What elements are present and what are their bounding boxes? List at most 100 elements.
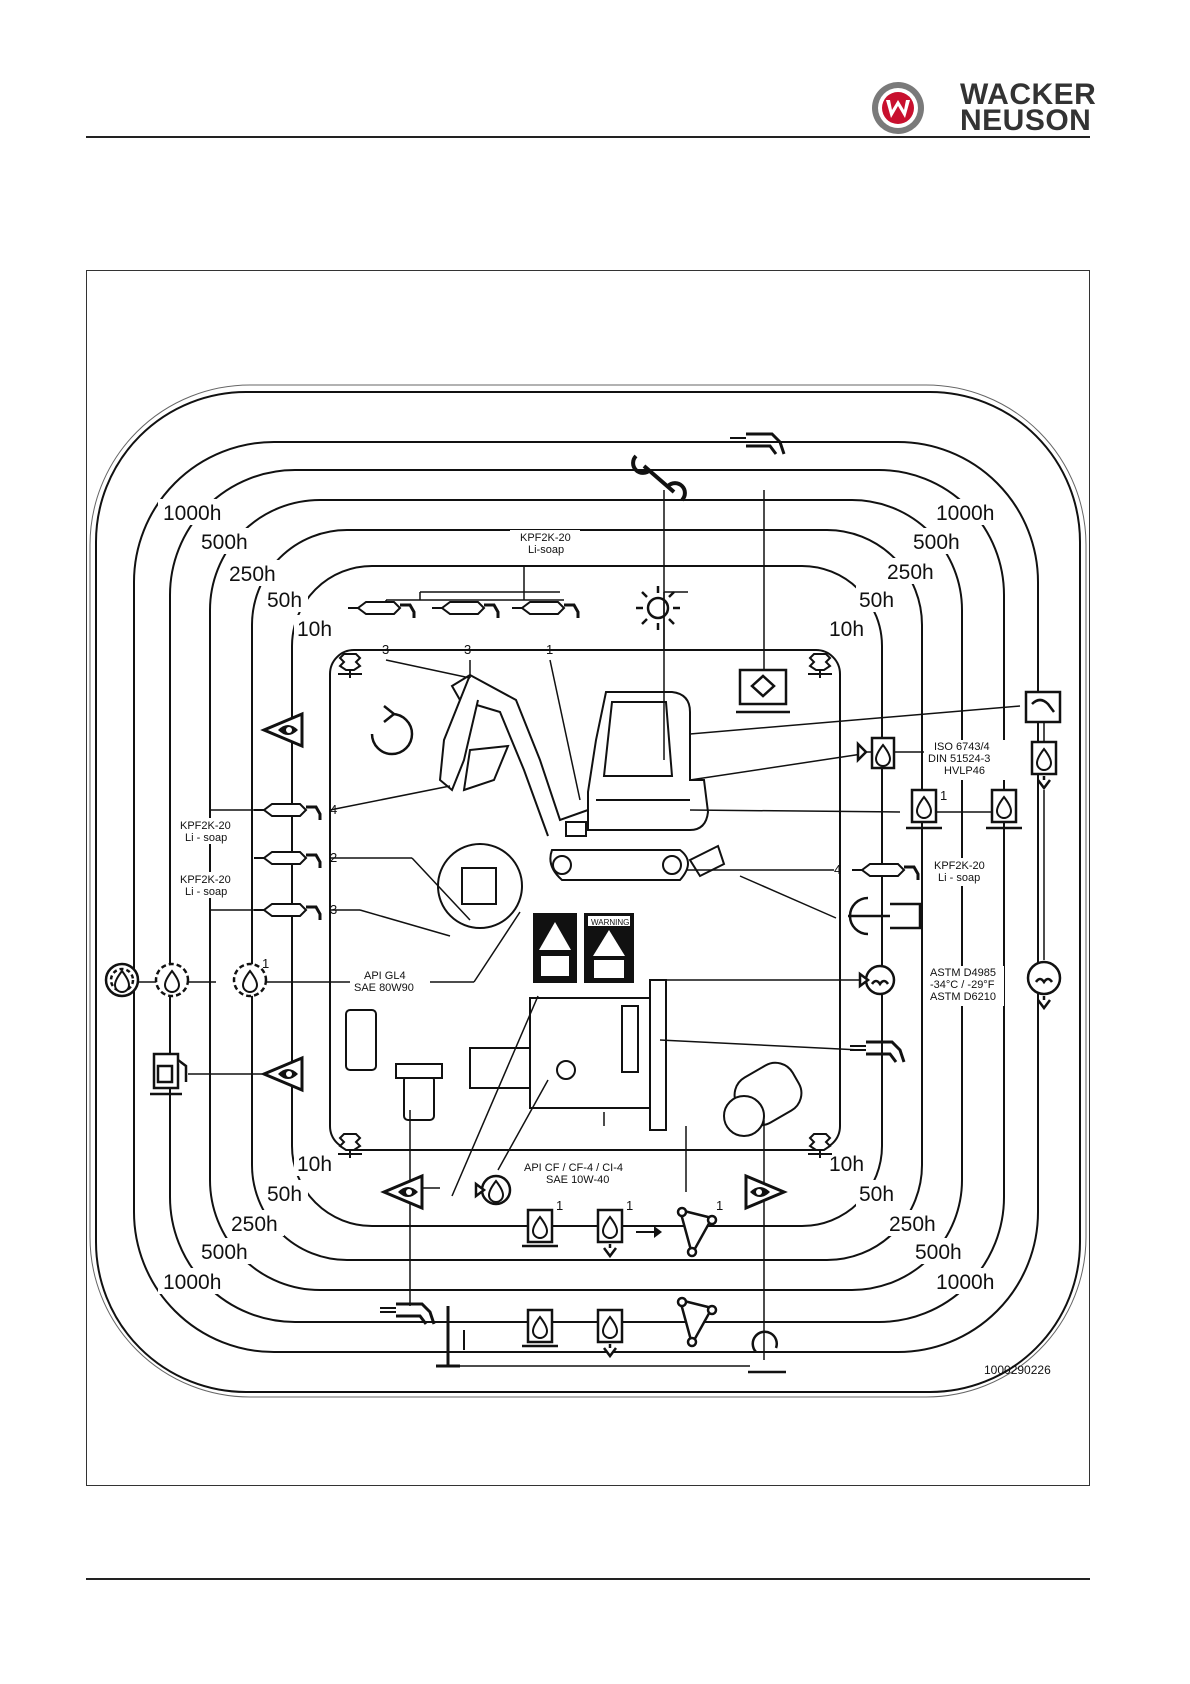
grease-gun-icon-2 <box>430 600 500 620</box>
warning-decal-label: WARNING <box>591 918 629 927</box>
hydraulic-filter-point: 1 <box>940 788 947 803</box>
grease-right-spec-2: Li - soap <box>938 872 980 884</box>
cab-heater-icon <box>1024 690 1062 724</box>
engine-oil-point-2: 1 <box>626 1198 633 1213</box>
document-id: 1000290226 <box>984 1363 1051 1377</box>
engine-oil-spec-2: SAE 10W-40 <box>546 1174 609 1186</box>
header-rule <box>86 136 1090 138</box>
grease-left-1-spec-2: Li - soap <box>185 832 227 844</box>
ring-250h <box>169 469 1005 1323</box>
coolant-spec-2: -34°C / -29°F <box>930 979 995 991</box>
grease-left-point-1: 4 <box>330 802 337 817</box>
hydraulic-filter-icon <box>906 788 942 830</box>
safety-decals: WARNING <box>533 913 634 983</box>
grease-top-spec-2: Li-soap <box>528 544 564 556</box>
coolant-spec-1: ASTM D4985 <box>930 967 996 979</box>
interval-label-left-top-250h: 250h <box>229 563 276 586</box>
belt-icon <box>676 1206 718 1258</box>
gear-oil-point: 1 <box>262 956 269 971</box>
grease-gun-icon-left-2 <box>252 850 322 870</box>
grease-left-2-spec-2: Li - soap <box>185 886 227 898</box>
gear-oil-spec-1: API GL4 <box>364 970 406 982</box>
grease-left-2-spec-1: KPF2K-20 <box>180 874 231 886</box>
interval-label-left-bottom-50h: 50h <box>267 1183 302 1206</box>
fuel-filter-illustration <box>345 1009 443 1121</box>
cabin-filter-icon <box>736 668 790 714</box>
interval-label-left-bottom-1000h: 1000h <box>163 1271 221 1294</box>
gear-oil-spec-2: SAE 80W90 <box>354 982 414 994</box>
tie-down-icon-4 <box>807 1133 833 1159</box>
interval-label-right-bottom-1000h: 1000h <box>936 1271 994 1294</box>
track-tension-icon <box>848 896 922 936</box>
grease-top-point-1: 3 <box>382 642 389 657</box>
interval-label-right-bottom-500h: 500h <box>915 1241 962 1264</box>
interval-label-right-bottom-10h: 10h <box>829 1153 864 1176</box>
grease-right-point: 4 <box>834 862 841 877</box>
visual-inspection-icon-4 <box>744 1174 786 1210</box>
interval-label-left-top-500h: 500h <box>201 531 248 554</box>
grease-top-point-2: 3 <box>464 642 471 657</box>
interval-label-right-bottom-50h: 50h <box>859 1183 894 1206</box>
compressed-air-icon <box>728 432 786 456</box>
valve-clearance-icon <box>436 1306 465 1368</box>
tie-down-icon-2 <box>807 653 833 679</box>
visual-inspection-icon-2 <box>262 1056 304 1092</box>
interval-label-right-bottom-250h: 250h <box>889 1213 936 1236</box>
wrench-icon <box>631 454 687 502</box>
grease-left-point-2: 2 <box>330 850 337 865</box>
grease-gun-icon <box>346 600 416 620</box>
interval-label-right-top-250h: 250h <box>887 561 934 584</box>
coolant-tank-icon <box>1026 960 1062 1011</box>
hydraulic-spec-3: HVLP46 <box>944 765 985 777</box>
air-filter-icon <box>723 1061 803 1137</box>
brand-name: WACKER NEUSON <box>960 78 1097 137</box>
grease-gun-icon-left-3 <box>252 902 322 922</box>
footer-rule <box>86 1578 1090 1580</box>
grease-gun-icon-right <box>850 862 920 882</box>
excavator-illustration <box>437 673 726 929</box>
diagram-panel <box>89 384 1087 1398</box>
visual-inspection-icon-3 <box>382 1174 424 1210</box>
coolant-icon <box>858 964 896 996</box>
interval-label-left-top-1000h: 1000h <box>163 502 221 525</box>
belt-point: 1 <box>716 1198 723 1213</box>
hydraulic-spec-2: DIN 51524-3 <box>928 753 990 765</box>
interval-label-right-top-1000h: 1000h <box>936 502 994 525</box>
grease-gun-icon-3 <box>510 600 580 620</box>
grease-left-1-spec-1: KPF2K-20 <box>180 820 231 832</box>
interval-label-left-bottom-500h: 500h <box>201 1241 248 1264</box>
interval-label-left-top-50h: 50h <box>267 589 302 612</box>
interval-label-left-bottom-250h: 250h <box>231 1213 278 1236</box>
grease-gun-icon-left-1 <box>252 802 322 822</box>
grease-top-point-3: 1 <box>546 642 553 657</box>
interval-label-right-top-500h: 500h <box>913 531 960 554</box>
interval-label-right-top-10h: 10h <box>829 618 864 641</box>
brand-line-2: NEUSON <box>960 104 1092 137</box>
grease-left-point-3: 3 <box>330 902 337 917</box>
fuel-icon <box>150 1052 188 1096</box>
diagram-frame <box>86 270 1090 1486</box>
ring-core <box>329 649 841 1151</box>
engine-illustration <box>469 979 667 1131</box>
engine-oil-point-1: 1 <box>556 1198 563 1213</box>
interval-label-left-top-10h: 10h <box>297 618 332 641</box>
wacker-neuson-logo <box>872 82 924 134</box>
compressed-air-icon-2 <box>848 1040 906 1064</box>
starter-icon <box>748 1330 786 1374</box>
coolant-spec-3: ASTM D6210 <box>930 991 996 1003</box>
ring-10h <box>251 529 923 1261</box>
rotation-icon <box>370 705 414 756</box>
belt-icon-2 <box>676 1296 718 1348</box>
tie-down-icon-3 <box>337 1133 363 1159</box>
ring-1000h <box>95 391 1081 1393</box>
visual-inspection-icon <box>262 712 304 748</box>
ring-500h <box>133 441 1039 1353</box>
ring-inner <box>291 565 883 1227</box>
light-icon <box>636 586 680 630</box>
tie-down-icon <box>337 653 363 679</box>
brand-line-1: WACKER <box>960 78 1097 111</box>
hydraulic-spec-1: ISO 6743/4 <box>934 741 990 753</box>
interval-label-right-top-50h: 50h <box>859 589 894 612</box>
engine-oil-spec-1: API CF / CF-4 / CI-4 <box>524 1162 623 1174</box>
